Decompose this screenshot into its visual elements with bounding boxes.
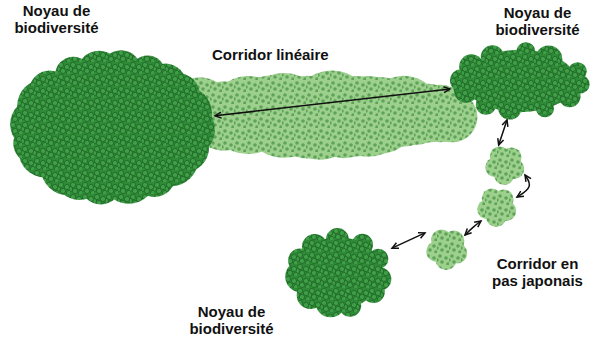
double-arrow: [215, 87, 450, 118]
blob-lobes: [10, 50, 215, 204]
node-label: Corridor linéaire: [212, 46, 329, 63]
arrow-line: [465, 221, 481, 235]
blob-lobe: [302, 234, 327, 259]
arrow-head: [215, 112, 222, 118]
arrow-head: [443, 87, 450, 93]
label-holder: Noyau de biodiversité: [4, 2, 109, 37]
blob-lobe: [516, 42, 535, 61]
blob-lobe: [459, 54, 483, 78]
blob-lobe: [362, 280, 385, 303]
stones-shape: [425, 145, 530, 272]
blob-lobe: [481, 45, 504, 68]
blob-lobe: [502, 147, 522, 167]
node-label: Corridor en pas japonais: [485, 255, 590, 290]
node-label: Noyau de biodiversité: [485, 4, 590, 39]
blob-lobes: [450, 42, 590, 119]
blob-lobe: [326, 228, 349, 251]
arrow-head: [418, 233, 425, 239]
blob-lobe: [352, 234, 373, 255]
core-shape: [10, 50, 215, 205]
blob-lobe: [559, 85, 581, 107]
blob-lobes: [285, 228, 391, 317]
stepping-arrow: [465, 221, 481, 235]
blob-lobe: [535, 46, 562, 73]
blob-lobe: [498, 96, 522, 120]
arrow-line: [392, 233, 425, 248]
label-holder: Corridor linéaire: [212, 46, 329, 63]
blob-lobe: [443, 231, 464, 252]
blob-lobe: [568, 62, 586, 80]
blob-lobe: [536, 99, 554, 117]
node-label: Noyau de biodiversité: [179, 303, 284, 338]
blob-lobe: [368, 249, 388, 269]
arrow-line: [499, 120, 507, 145]
label-holder: Noyau de biodiversité: [179, 303, 284, 338]
arrow-head: [392, 243, 399, 249]
stepping-arrow: [517, 175, 531, 197]
blob-lobe: [158, 86, 212, 140]
label-holder: Corridor en pas japonais: [485, 255, 590, 290]
arrow-head: [517, 191, 524, 197]
arrow-head: [498, 138, 504, 145]
arrow-head: [465, 228, 472, 235]
label-holder: Noyau de biodiversité: [485, 4, 590, 39]
arrow-line: [517, 175, 529, 197]
biodiversity-core: Noyau de biodiversité: [450, 42, 590, 120]
double-arrow: [498, 120, 508, 145]
blob-lobes: [426, 146, 524, 270]
arrow-head: [502, 120, 508, 127]
core-shape: [450, 42, 590, 120]
node-label: Noyau de biodiversité: [4, 2, 109, 37]
arrow-line: [215, 89, 450, 116]
biodiversity-core: Noyau de biodiversité: [285, 228, 392, 318]
double-arrow: [392, 233, 425, 249]
arrow-head: [474, 221, 481, 227]
stepping-stone-corridor: Corridor en pas japonais: [425, 145, 530, 272]
blob-lobe: [494, 189, 514, 209]
blob-lobe: [476, 95, 496, 115]
core-shape: [285, 228, 392, 318]
biodiversity-core: Noyau de biodiversité: [10, 50, 215, 205]
arrow-head: [525, 175, 531, 182]
